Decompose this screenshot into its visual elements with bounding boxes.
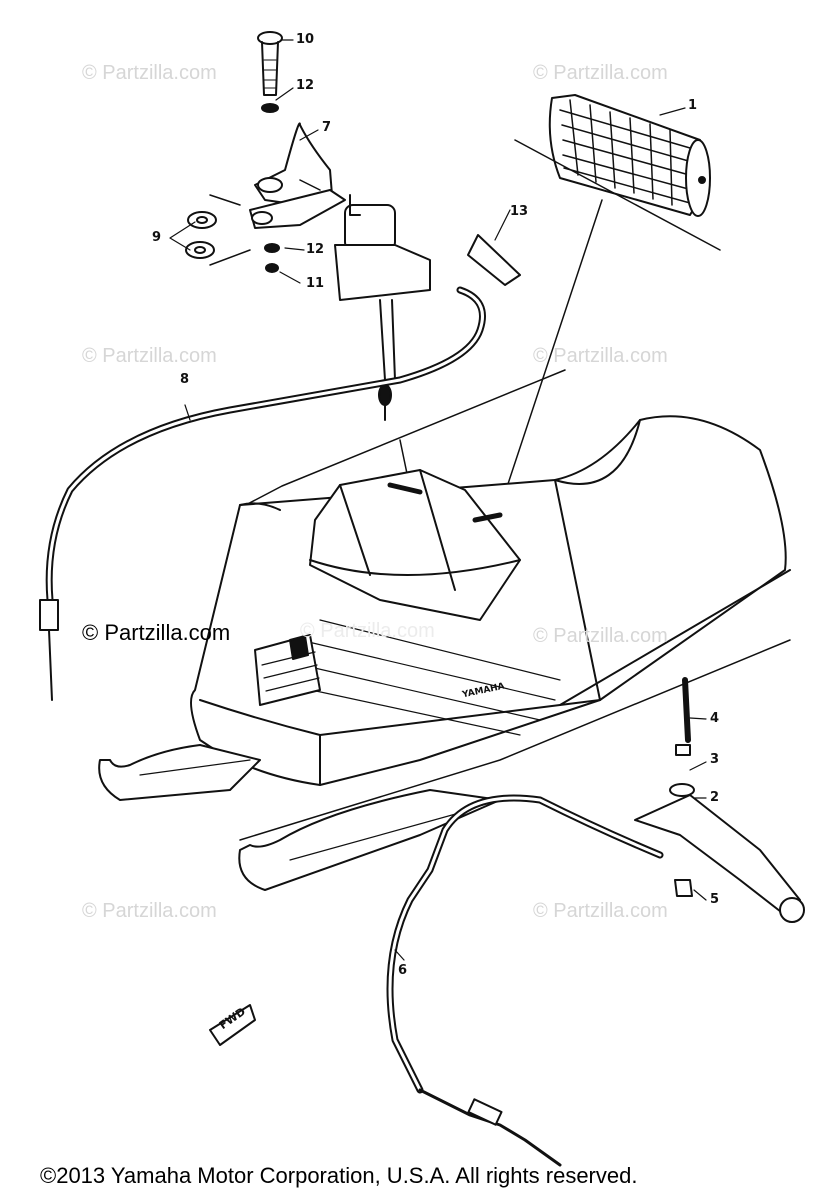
- throttle-cable-8: [39, 286, 486, 701]
- callout-3: 3: [710, 752, 720, 767]
- callout-8: 8: [180, 372, 190, 387]
- copyright-notice: ©2013 Yamaha Motor Corporation, U.S.A. A…: [40, 1163, 638, 1188]
- callout-5: 5: [710, 892, 720, 907]
- grip-part: [548, 94, 711, 217]
- washer-part-9b: [185, 241, 215, 259]
- watermark: © Partzilla.com: [82, 62, 217, 84]
- watermark: © Partzilla.com: [533, 625, 668, 647]
- watermark-main: © Partzilla.com: [82, 620, 231, 645]
- throttle-housing: [334, 194, 431, 421]
- watermark: © Partzilla.com: [533, 900, 668, 922]
- callout-1: 1: [688, 98, 698, 113]
- bolt-part-10: [257, 31, 283, 96]
- callout-9: 9: [152, 230, 162, 245]
- clip-part-13: [467, 234, 521, 286]
- callout-11: 11: [306, 276, 325, 291]
- grip-frame: [514, 139, 721, 251]
- callout-12-top: 12: [296, 78, 315, 93]
- brake-cable-6: [386, 794, 664, 1167]
- watermark: © Partzilla.com: [533, 345, 668, 367]
- watermark: © Partzilla.com: [82, 900, 217, 922]
- callout-2: 2: [710, 790, 720, 805]
- callout-10: 10: [296, 32, 315, 47]
- watermark: © Partzilla.com: [533, 62, 668, 84]
- callout-4: 4: [710, 711, 720, 726]
- snowmobile-body: [190, 415, 791, 786]
- watermark: © Partzilla.com: [300, 620, 435, 642]
- forward-arrow: [209, 1004, 256, 1046]
- ski-left: [98, 744, 261, 801]
- ski-right: [238, 789, 501, 891]
- callout-6: 6: [398, 963, 408, 978]
- watermark: © Partzilla.com: [82, 345, 217, 367]
- washer-part-12a: [261, 103, 279, 113]
- callout-12-bottom: 12: [306, 242, 325, 257]
- washer-part-9a: [187, 211, 217, 229]
- callout-7: 7: [322, 120, 332, 135]
- brake-lever: [634, 677, 805, 923]
- callout-13: 13: [510, 204, 529, 219]
- bracket-part: [209, 122, 346, 266]
